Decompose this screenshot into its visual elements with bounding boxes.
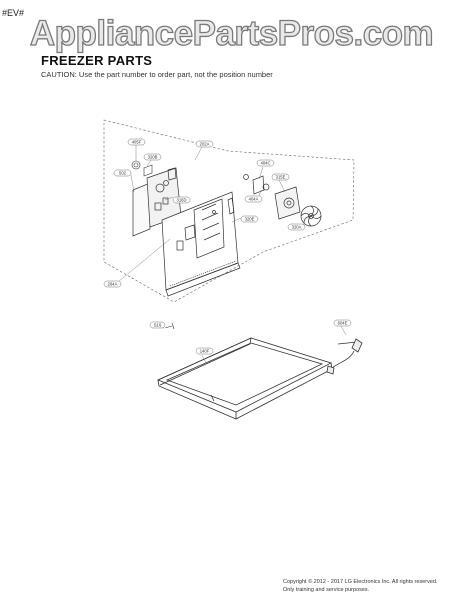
callout-320e: 320E (245, 217, 255, 222)
callout-315e: 315E (276, 175, 286, 180)
assembly-boundary (103, 119, 355, 303)
copyright-line-1: Copyright © 2012 - 2017 LG Electronics I… (283, 579, 438, 585)
freezer-shelf-140f (156, 337, 333, 420)
fan-motor-assembly (243, 174, 301, 220)
callout-bubbles (103, 138, 352, 355)
copyright-line-2: Only training and service purposes. (283, 587, 370, 593)
callout-316d: 316D (176, 198, 186, 203)
page-title: FREEZER PARTS (41, 53, 153, 68)
callout-604e: 604E (338, 321, 348, 326)
callout-264a: 264A (108, 282, 118, 287)
copyright-notice: Copyright © 2012 - 2017 LG Electronics I… (283, 578, 463, 594)
callout-320b: 320B (148, 155, 158, 160)
callout-140f: 140F (200, 349, 210, 354)
callout-502: 502 (119, 171, 127, 176)
watermark-logo: AppliancePartsPros.com (29, 13, 434, 53)
fan-blade-part (300, 205, 322, 227)
callout-320a: 320A (292, 225, 302, 230)
callout-202a: 202A (200, 142, 210, 147)
caution-note: CAUTION: Use the part number to order pa… (41, 70, 273, 79)
callout-404a: 404A (249, 197, 259, 202)
freezer-panel-320e (161, 191, 241, 297)
leader-lines (117, 144, 306, 283)
callout-405f: 405F (132, 140, 142, 145)
callout-s16: S16 (154, 323, 162, 328)
callout-404c: 404C (260, 161, 270, 166)
duct-part-502 (132, 167, 182, 237)
revision-tag: #EV# (2, 8, 25, 18)
wire-harness-604e (326, 325, 363, 375)
